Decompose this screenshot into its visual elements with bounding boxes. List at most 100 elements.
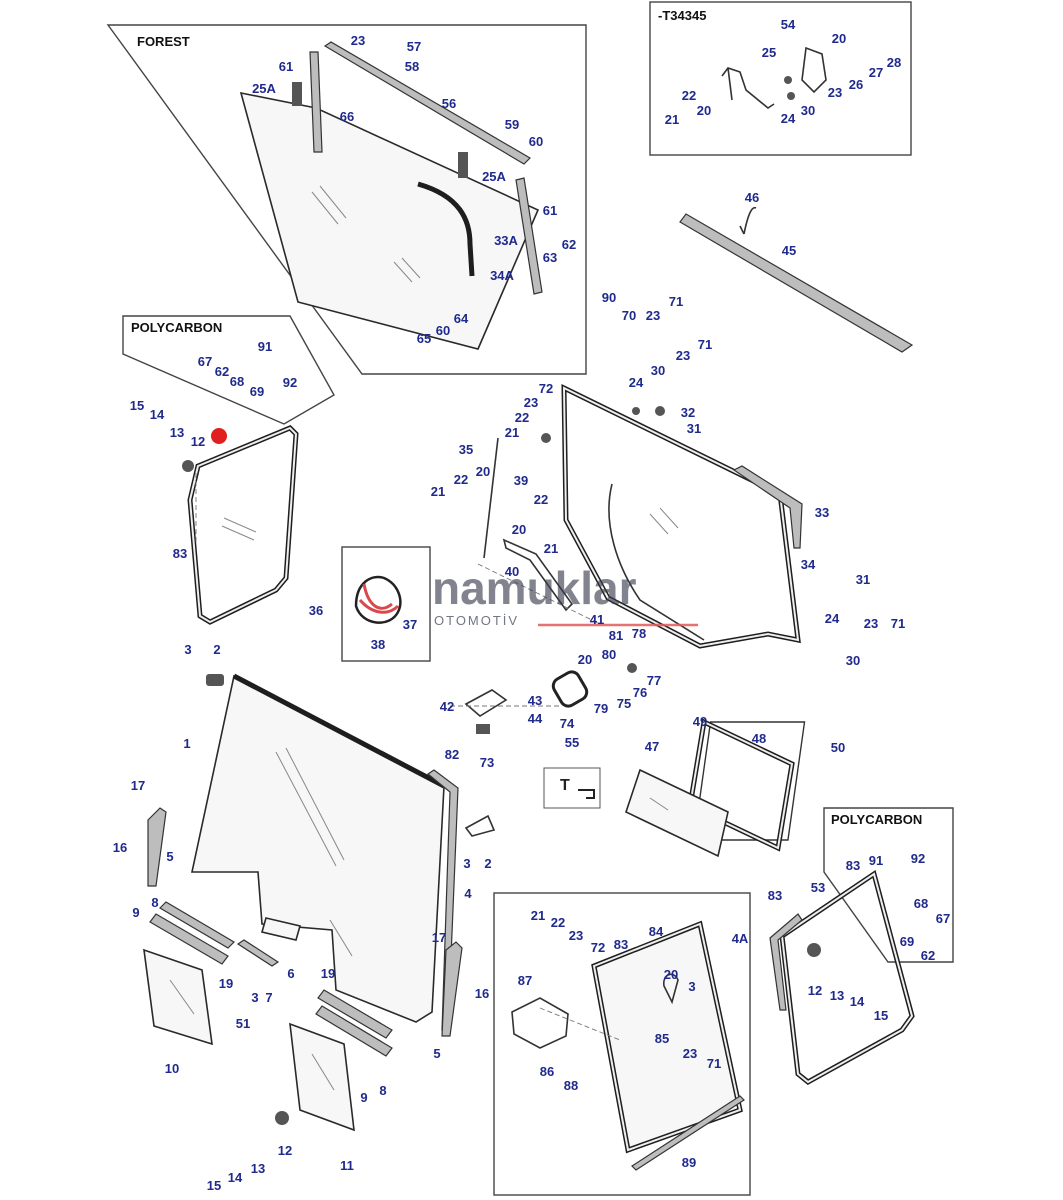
callout-61: 30	[846, 653, 860, 668]
callout-118: 8	[379, 1083, 386, 1098]
callout-10: 61	[543, 203, 557, 218]
callout-52: 20	[512, 522, 526, 537]
callout-151: 14	[850, 994, 865, 1009]
callout-26: 20	[697, 103, 711, 118]
callout-7: 59	[505, 117, 519, 132]
callout-71: 74	[560, 716, 575, 731]
callout-28: 24	[781, 111, 796, 126]
polycarbon-left-label: POLYCARBON	[131, 320, 222, 335]
callout-15: 64	[454, 311, 469, 326]
callout-128: 83	[614, 937, 628, 952]
hinge-strip-right	[515, 177, 543, 295]
glass-11	[289, 1022, 355, 1132]
callout-63: 81	[609, 628, 623, 643]
callout-91: 3	[184, 642, 191, 657]
rail-7	[236, 939, 280, 967]
callout-87: 62	[215, 364, 229, 379]
callout-101: 5	[166, 849, 173, 864]
corner-strip-16-left	[147, 807, 167, 887]
callout-141: 92	[911, 851, 925, 866]
callout-104: 4	[464, 886, 472, 901]
callout-112: 10	[165, 1061, 179, 1076]
callout-77: 36	[309, 603, 323, 618]
polycarbon-left-seal	[187, 425, 299, 625]
watermark: namuklar OTOMOTİV	[432, 562, 698, 628]
callout-64: 78	[632, 626, 646, 641]
callout-34: 23	[646, 308, 660, 323]
rail-19-right	[317, 989, 393, 1039]
callout-45: 21	[505, 425, 519, 440]
callout-80: 15	[130, 398, 144, 413]
rail-8-right	[315, 1005, 393, 1057]
watermark-sub: OTOMOTİV	[434, 613, 519, 628]
callout-152: 15	[874, 1008, 888, 1023]
rear-door-frame	[493, 892, 751, 1196]
callout-113: 17	[432, 930, 446, 945]
callout-89: 69	[250, 384, 264, 399]
callout-16: 60	[436, 323, 450, 338]
callout-43: 23	[524, 395, 538, 410]
callout-65: 80	[602, 647, 616, 662]
callout-99: 17	[131, 778, 145, 793]
callout-135: 71	[707, 1056, 721, 1071]
callout-8: 60	[529, 134, 543, 149]
callout-147: 69	[900, 934, 914, 949]
windshield-seal	[232, 673, 446, 789]
callout-85: 91	[258, 339, 272, 354]
icon-55-box	[543, 767, 601, 809]
callout-48: 22	[454, 472, 468, 487]
callout-21: 28	[887, 55, 901, 70]
callout-103: 2	[484, 856, 491, 871]
callout-144: 68	[914, 896, 928, 911]
callout-75: 82	[445, 747, 459, 762]
glass-10	[143, 948, 213, 1046]
forest-door-glass	[239, 91, 540, 350]
callout-47: 20	[476, 464, 490, 479]
callout-93: 1	[183, 736, 190, 751]
handle-42	[464, 689, 508, 717]
callout-139: 83	[846, 858, 860, 873]
side-window-panels	[625, 718, 806, 858]
callout-73: 43	[528, 693, 542, 708]
callout-96: 49	[693, 714, 707, 729]
callout-72: 42	[440, 699, 454, 714]
callout-29: 21	[665, 112, 679, 127]
callout-138: 89	[682, 1155, 696, 1170]
callout-120: 11	[340, 1158, 354, 1173]
variant-bracket	[721, 67, 775, 109]
callout-39: 24	[629, 375, 644, 390]
callout-116: 5	[433, 1046, 440, 1061]
callout-33: 70	[622, 308, 636, 323]
callout-108: 3	[251, 990, 258, 1005]
highlighted-part-52	[211, 428, 227, 444]
callout-66: 20	[578, 652, 592, 667]
callout-143: 83	[768, 888, 782, 903]
callout-13: 63	[543, 250, 557, 265]
top-seal-strip	[323, 41, 531, 165]
callout-40: 32	[681, 405, 695, 420]
callout-125: 22	[551, 915, 565, 930]
callout-23: 26	[849, 77, 863, 92]
callout-1: 57	[407, 39, 421, 54]
windshield-glass	[191, 674, 445, 1023]
callout-133: 85	[655, 1031, 669, 1046]
callout-114: 19	[321, 966, 335, 981]
callout-69: 75	[617, 696, 631, 711]
callout-92: 2	[213, 642, 220, 657]
forest-label: FOREST	[137, 34, 190, 49]
callout-36: 71	[698, 337, 712, 352]
callout-129: 84	[649, 924, 664, 939]
callout-142: 53	[811, 880, 825, 895]
rail-19-left	[159, 901, 235, 949]
callout-31: 45	[782, 243, 796, 258]
callout-127: 72	[591, 940, 605, 955]
latch-86	[511, 997, 569, 1049]
callout-27: 30	[801, 103, 815, 118]
callout-76: 73	[480, 755, 494, 770]
callout-132: 3	[688, 979, 695, 994]
callout-58: 24	[825, 611, 840, 626]
callout-78: 37	[403, 617, 417, 632]
callout-62: 41	[590, 612, 604, 627]
callout-86: 67	[198, 354, 212, 369]
